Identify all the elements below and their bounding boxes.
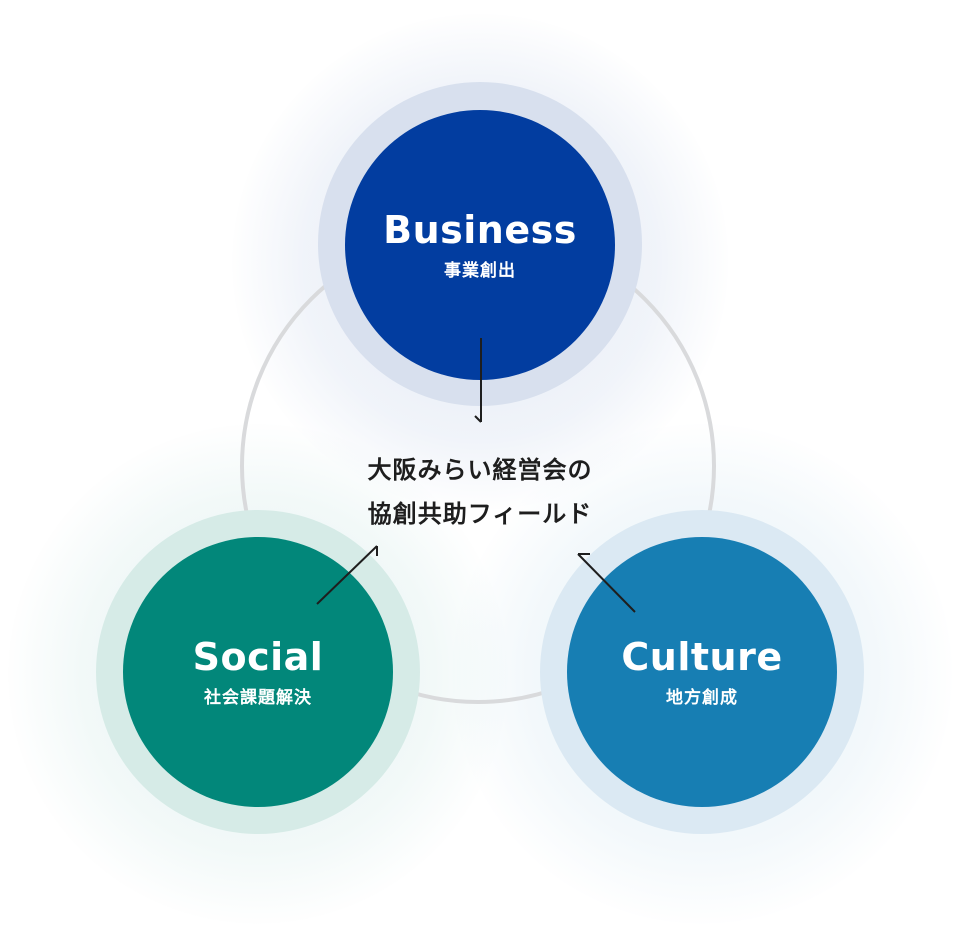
arrow-business-to-center <box>474 338 482 423</box>
culture-title: Culture <box>621 634 783 679</box>
social-subtitle: 社会課題解決 <box>204 687 312 708</box>
social-title: Social <box>192 634 324 679</box>
business-node: Business 事業創出 <box>345 110 615 380</box>
business-title: Business <box>383 207 577 252</box>
center-label-line2: 協創共助フィールド <box>367 500 593 528</box>
social-node: Social 社会課題解決 <box>123 537 393 807</box>
center-label-line1: 大阪みらい経営会の <box>367 456 593 484</box>
culture-node: Culture 地方創成 <box>567 537 837 807</box>
arrow-social-to-center <box>316 545 378 605</box>
business-subtitle: 事業創出 <box>444 260 516 281</box>
center-field-label: 大阪みらい経営会の 協創共助フィールド <box>280 448 680 536</box>
arrow-culture-to-center <box>577 553 636 613</box>
culture-subtitle: 地方創成 <box>666 687 738 708</box>
